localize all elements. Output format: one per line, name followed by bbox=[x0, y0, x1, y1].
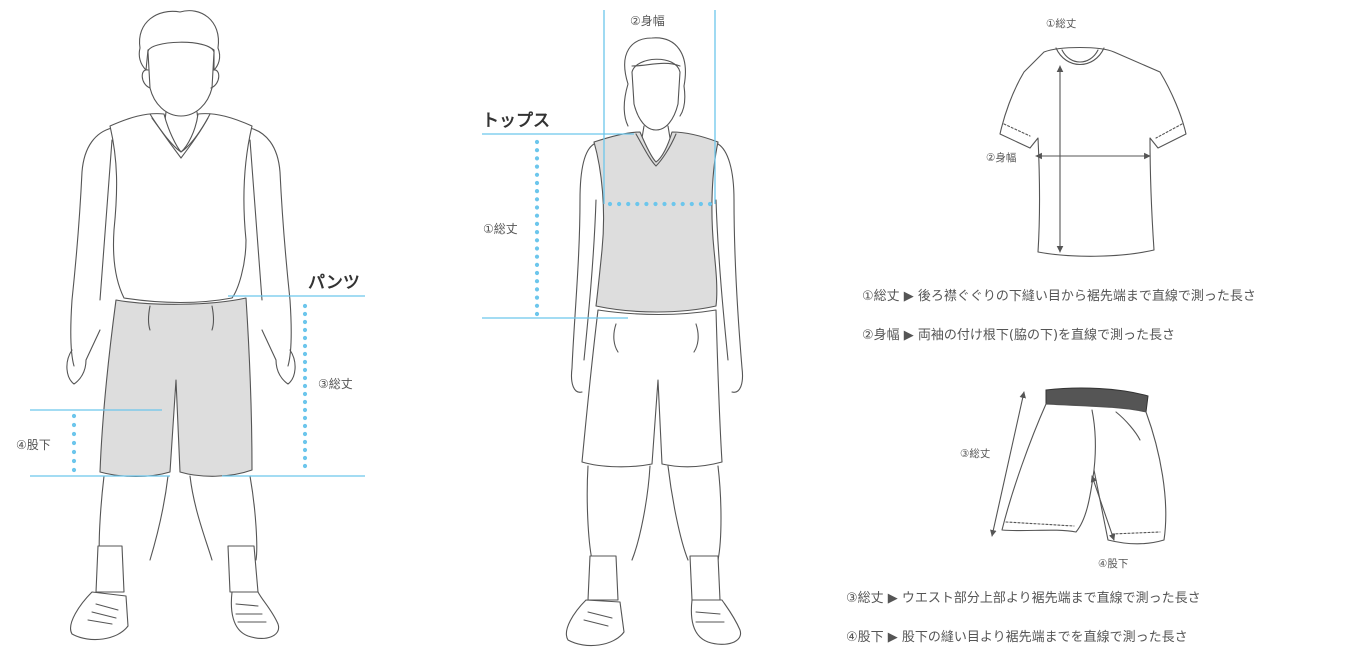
shorts-diagram bbox=[990, 387, 1167, 545]
pants-length-dot bbox=[302, 367, 308, 373]
pants-length-dot bbox=[302, 439, 308, 445]
pants-length-description: ③総丈 ▶ ウエスト部分上部より裾先端まで直線で測った長さ bbox=[846, 591, 1201, 606]
pants-length-dot bbox=[302, 447, 308, 453]
tops-length-dot bbox=[534, 270, 540, 276]
tops-width-dot bbox=[607, 201, 613, 207]
tops-width-dot bbox=[662, 201, 667, 207]
shorts-inseam-label: ④股下 bbox=[1098, 558, 1129, 570]
pants-inseam-label: ④股下 bbox=[16, 438, 51, 452]
tops-width-dot bbox=[644, 201, 649, 207]
woman-measurements bbox=[482, 10, 716, 319]
tops-width-dot bbox=[653, 201, 658, 207]
woman-figure bbox=[566, 37, 744, 647]
tops-length-label: ①総丈 bbox=[483, 222, 518, 236]
tops-length-description: ①総丈 ▶ 後ろ襟ぐぐりの下縫い目から裾先端まで直線で測った長さ bbox=[862, 289, 1256, 304]
pants-length-dot bbox=[302, 311, 308, 317]
pants-inseam-dots bbox=[71, 413, 77, 473]
tops-length-dot bbox=[534, 164, 540, 169]
tops-length-dot bbox=[534, 295, 540, 300]
tops-length-dot bbox=[534, 197, 540, 202]
pants-inseam-dot bbox=[71, 449, 77, 455]
tops-length-dot bbox=[534, 213, 540, 218]
pants-inseam-dot bbox=[71, 440, 77, 446]
tops-length-dot bbox=[534, 287, 540, 292]
tops-length-dots bbox=[534, 139, 540, 317]
pants-length-dot bbox=[302, 463, 308, 469]
pants-inseam-dot bbox=[71, 467, 77, 473]
pants-length-dot bbox=[302, 455, 308, 461]
tops-length-dot bbox=[534, 254, 540, 259]
pants-inseam-dot bbox=[71, 422, 77, 428]
tops-length-dot bbox=[534, 148, 540, 153]
tops-length-dot bbox=[534, 238, 540, 243]
tops-width-dot bbox=[626, 201, 631, 207]
pants-length-dot bbox=[302, 343, 308, 349]
tops-length-dot bbox=[534, 156, 540, 161]
pants-inseam-dot bbox=[71, 413, 77, 419]
tshirt-length-label: ①総丈 bbox=[1046, 18, 1077, 30]
tops-length-dot bbox=[534, 221, 540, 226]
tshirt-diagram bbox=[999, 47, 1187, 257]
tops-width-description: ②身幅 ▶ 両袖の付け根下(脇の下)を直線で測った長さ bbox=[862, 328, 1176, 343]
pants-length-dot bbox=[302, 431, 308, 437]
tops-width-dots bbox=[607, 201, 713, 207]
man-measurements bbox=[30, 295, 365, 477]
pants-length-dot bbox=[302, 399, 308, 405]
pants-length-dot bbox=[302, 327, 308, 333]
tops-length-dot bbox=[534, 205, 540, 210]
tops-length-dot bbox=[534, 230, 540, 235]
tops-width-dot bbox=[707, 201, 713, 207]
pants-length-dot bbox=[302, 351, 308, 357]
pants-inseam-dot bbox=[71, 431, 77, 437]
shorts-length-label: ③総丈 bbox=[960, 448, 991, 460]
tops-length-dot bbox=[534, 303, 540, 308]
tops-length-dot bbox=[534, 172, 540, 177]
pants-length-dot bbox=[302, 383, 308, 389]
pants-length-dot bbox=[302, 303, 308, 309]
tops-length-dot bbox=[534, 279, 540, 284]
pants-length-dot bbox=[302, 415, 308, 421]
tops-length-dot bbox=[534, 139, 540, 145]
tops-heading: トップス bbox=[482, 111, 550, 131]
pants-length-dot bbox=[302, 359, 308, 365]
tops-width-dot bbox=[689, 201, 694, 207]
tops-width-label: ②身幅 bbox=[630, 14, 665, 28]
pants-length-dot bbox=[302, 335, 308, 341]
tops-width-dot bbox=[617, 201, 622, 207]
pants-length-dot bbox=[302, 319, 308, 325]
tops-length-dot bbox=[534, 189, 540, 194]
pants-length-dot bbox=[302, 391, 308, 397]
tops-length-dot bbox=[534, 246, 540, 251]
pants-length-dots bbox=[302, 303, 308, 469]
tops-width-dot bbox=[635, 201, 640, 207]
tops-length-dot bbox=[534, 311, 540, 317]
tops-width-dot bbox=[671, 201, 676, 207]
pants-length-label: ③総丈 bbox=[318, 377, 353, 391]
tops-length-dot bbox=[534, 180, 540, 186]
tops-width-dot bbox=[698, 201, 704, 207]
tshirt-width-label: ②身幅 bbox=[986, 152, 1017, 164]
pants-length-dot bbox=[302, 375, 308, 381]
pants-heading: パンツ bbox=[308, 273, 360, 293]
pants-length-dot bbox=[302, 423, 308, 429]
pants-length-dot bbox=[302, 407, 308, 413]
pants-inseam-dot bbox=[71, 458, 77, 464]
man-figure bbox=[66, 10, 296, 641]
tops-width-dot bbox=[680, 201, 685, 207]
pants-inseam-description: ④股下 ▶ 股下の縫い目より裾先端までを直線で測った長さ bbox=[846, 630, 1188, 645]
tops-length-dot bbox=[534, 262, 540, 267]
